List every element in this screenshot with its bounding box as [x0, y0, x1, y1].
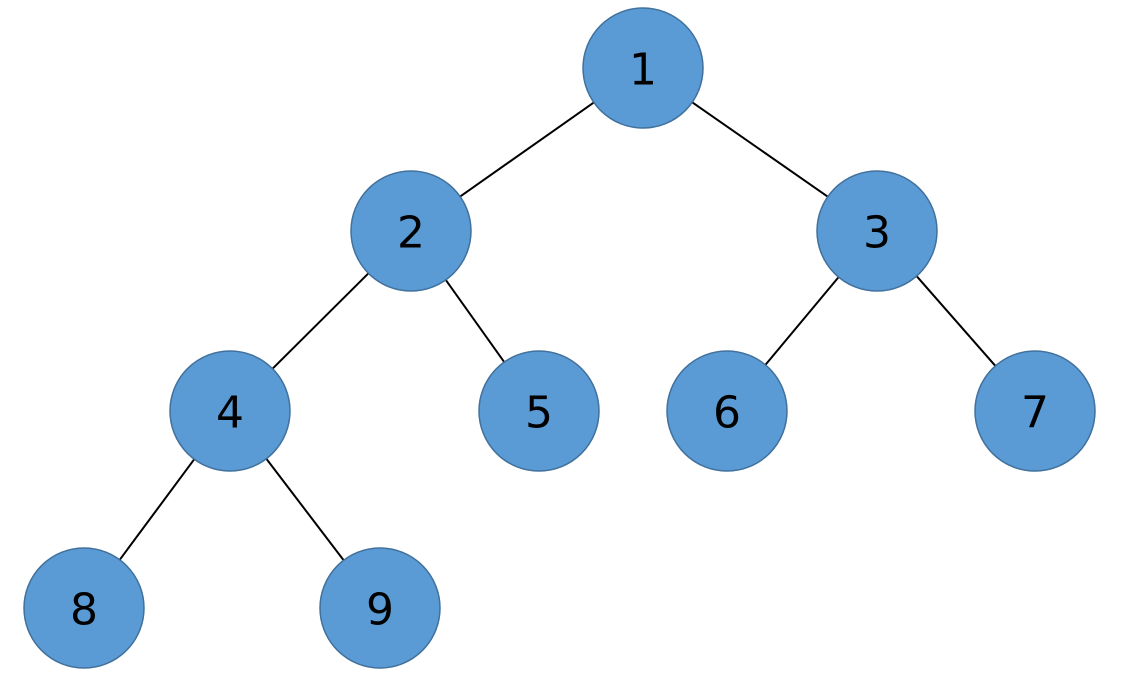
node-circle-4: [169, 350, 291, 472]
node-circle-9: [319, 547, 441, 669]
node-label-6: 6: [713, 388, 741, 439]
node-label-1: 1: [629, 45, 657, 96]
node-circle-5: [478, 350, 600, 472]
edge-3-7: [915, 275, 997, 367]
tree-node-3: 3: [816, 170, 938, 292]
node-circle-3: [816, 170, 938, 292]
tree-node-7: 7: [974, 350, 1096, 472]
node-circle-6: [666, 350, 788, 472]
edges-layer: [118, 101, 997, 561]
tree-node-4: 4: [169, 350, 291, 472]
tree-node-2: 2: [350, 170, 472, 292]
node-label-8: 8: [70, 585, 98, 636]
nodes-layer: 1 2 3 4 5 6 7 8 9: [23, 7, 1096, 669]
edge-4-9: [265, 458, 345, 561]
edge-2-5: [444, 279, 506, 363]
tree-node-1: 1: [582, 7, 704, 129]
node-label-2: 2: [397, 208, 425, 259]
tree-node-9: 9: [319, 547, 441, 669]
node-circle-8: [23, 547, 145, 669]
tree-node-6: 6: [666, 350, 788, 472]
node-label-3: 3: [863, 208, 891, 259]
edge-4-8: [118, 458, 196, 561]
node-circle-7: [974, 350, 1096, 472]
edge-2-4: [271, 272, 370, 370]
node-label-7: 7: [1021, 388, 1049, 439]
node-circle-1: [582, 7, 704, 129]
edge-1-3: [691, 101, 829, 198]
node-label-4: 4: [216, 388, 244, 439]
edge-3-6: [764, 276, 840, 366]
edge-1-2: [459, 101, 595, 198]
tree-node-5: 5: [478, 350, 600, 472]
node-circle-2: [350, 170, 472, 292]
tree-node-8: 8: [23, 547, 145, 669]
node-label-5: 5: [525, 388, 553, 439]
node-label-9: 9: [366, 585, 394, 636]
